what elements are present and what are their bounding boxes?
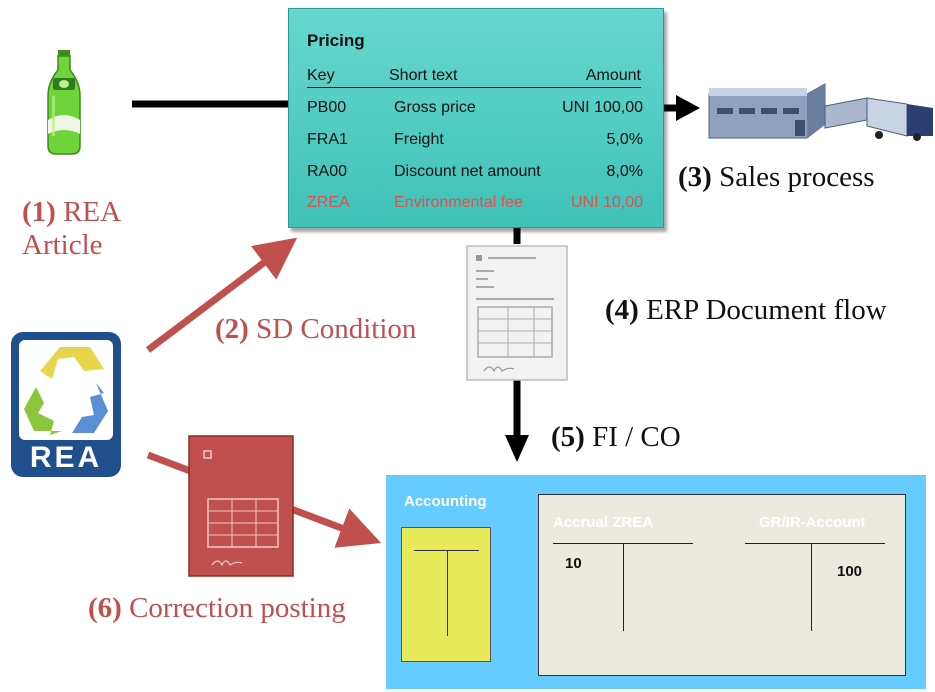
rea-logo: REA <box>10 331 122 478</box>
step6-label: (6) Correction posting <box>88 592 346 625</box>
step3-label: (3) Sales process <box>678 161 875 194</box>
pricing-row: RA00 Discount net amount 8,0% <box>289 163 663 183</box>
pricing-row: PB00 Gross price UNI 100,00 <box>289 99 663 119</box>
doc-to-accounting-arrowhead <box>505 435 529 462</box>
pricing-row-amount: UNI 10,00 <box>570 194 643 211</box>
pricing-row-key: ZREA <box>307 194 350 211</box>
step3-text: Sales process <box>719 161 875 193</box>
step4-text: ERP Document flow <box>646 294 887 326</box>
pricing-header-amount: Amount <box>585 67 641 84</box>
pricing-row-amount: UNI 100,00 <box>562 99 643 116</box>
red-document-icon <box>188 435 294 577</box>
step4-number: (4) <box>605 294 639 326</box>
step6-text: Correction posting <box>129 592 346 624</box>
pricing-row: ZREA Environmental fee UNI 10,00 <box>289 194 663 214</box>
pricing-row-text: Environmental fee <box>394 194 523 211</box>
warehouse-truck-icon <box>708 83 933 141</box>
pricing-row-key: RA00 <box>307 163 348 180</box>
step1-text-line2: Article <box>22 229 103 261</box>
step1-number: (1) <box>22 196 56 228</box>
account-name-accrual: Accrual ZREA <box>553 514 654 531</box>
step3-number: (3) <box>678 161 712 193</box>
pricing-header-short-text: Short text <box>389 67 458 84</box>
pricing-row-text: Discount net amount <box>394 163 541 180</box>
pricing-row: FRA1 Freight 5,0% <box>289 131 663 151</box>
pricing-title: Pricing <box>307 31 365 50</box>
account-value-accrual: 10 <box>565 555 582 572</box>
step1-label: (1) REA <box>22 196 121 229</box>
account-name-grir: GR/IR-Account <box>759 514 866 531</box>
recycle-logo-icon <box>11 332 121 477</box>
step5-label: (5) FI / CO <box>551 421 681 454</box>
step4-label: (4) ERP Document flow <box>605 294 887 327</box>
sd-condition-arrow <box>145 237 298 353</box>
pricing-row-key: PB00 <box>307 99 347 116</box>
step5-text: FI / CO <box>592 421 681 453</box>
account-value-grir: 100 <box>837 563 863 580</box>
step2-label: (2) SD Condition <box>215 313 416 346</box>
pricing-row-text: Freight <box>394 131 444 148</box>
pricing-row-amount: 5,0% <box>606 131 643 148</box>
step6-number: (6) <box>88 592 122 624</box>
t-line-grir-top <box>745 543 885 544</box>
accounting-panel: Accounting Accrual ZREA GR/IR-Account 10… <box>386 475 926 689</box>
ledger-area: Accrual ZREA GR/IR-Account 10 100 <box>538 494 906 676</box>
document-icon <box>466 245 568 381</box>
step2-number: (2) <box>215 313 249 345</box>
bottle-icon <box>47 50 81 155</box>
t-account-icon <box>401 527 491 662</box>
step2-text: SD Condition <box>256 313 417 345</box>
pricing-header-rule <box>307 87 641 88</box>
step1-text: REA <box>63 196 122 228</box>
step5-number: (5) <box>551 421 585 453</box>
pricing-box: Pricing Key Short text Amount PB00 Gross… <box>288 8 664 228</box>
pricing-row-text: Gross price <box>394 99 476 116</box>
pricing-to-sales-arrowhead <box>676 95 700 121</box>
rea-logo-text: REA <box>29 441 103 474</box>
t-line-grir-stem <box>811 543 812 631</box>
pricing-row-amount: 8,0% <box>606 163 643 180</box>
pricing-row-key: FRA1 <box>307 131 348 148</box>
pricing-header-key: Key <box>307 67 335 84</box>
t-line-accrual-stem <box>623 543 624 631</box>
accounting-title: Accounting <box>404 493 487 510</box>
